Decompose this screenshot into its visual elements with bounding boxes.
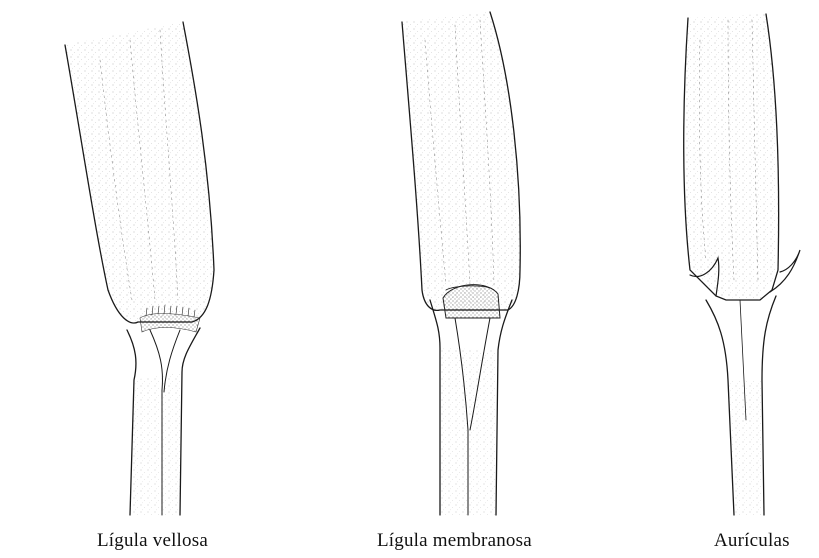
caption-auricles: Aurículas xyxy=(714,530,790,552)
caption-membranous-ligule: Lígula membranosa xyxy=(377,530,532,552)
auricles-drawing xyxy=(684,14,800,515)
hairy-ligule-drawing xyxy=(65,22,214,515)
membranous-ligule-drawing xyxy=(402,12,520,515)
membranous-ligule xyxy=(443,285,500,318)
hairy-ligule xyxy=(140,314,200,333)
stem xyxy=(430,300,440,515)
caption-hairy-ligule: Lígula vellosa xyxy=(97,530,208,552)
